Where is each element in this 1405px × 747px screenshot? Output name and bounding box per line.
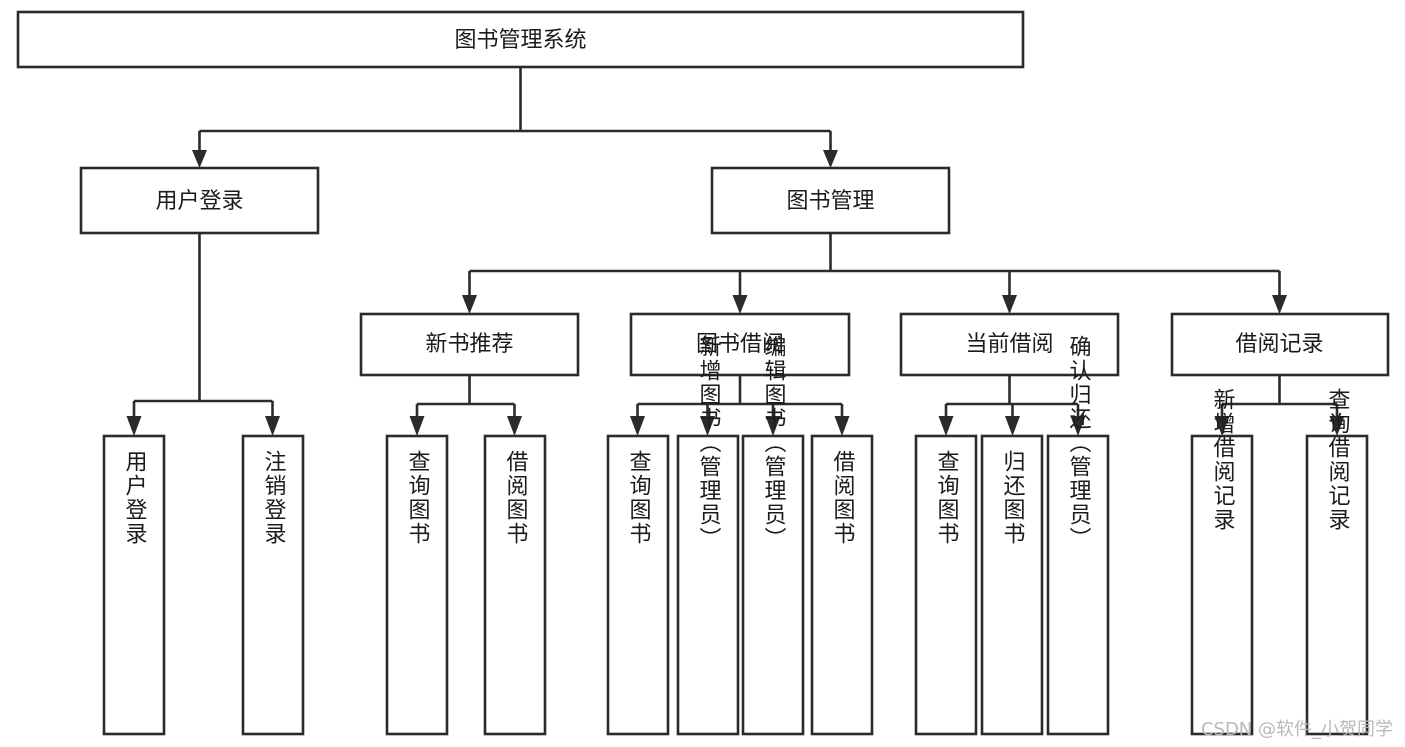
node-book-borrow-label: 图书借阅 [696,332,784,357]
arrow-to-leaf-add-record [1214,416,1230,436]
arrow-to-leaf-query-record [1329,416,1345,436]
leaf-borrow-book-borrow[interactable]: 借阅图书 [810,434,874,736]
node-user-login-box[interactable] [79,166,320,235]
node-book-borrow[interactable]: 图书借阅 [629,312,851,377]
leaf-user-login-box[interactable] [102,434,166,736]
node-new-book-recommend-label: 新书推荐 [425,332,513,357]
leaf-query-book-current-box[interactable] [914,434,978,736]
leaf-query-book-borrow-box[interactable] [606,434,670,736]
node-book-manage-label: 图书管理 [786,189,874,214]
leaf-query-book-current[interactable]: 查询图书 [914,434,978,736]
arrow-to-book-borrow [732,295,748,314]
arrow-to-leaf-return-book [1005,416,1020,436]
leaf-confirm-return[interactable]: 确认归还（管理员） [1046,335,1110,736]
node-borrow-record-box[interactable] [1170,312,1390,377]
leaf-query-book-recommend-label: 查询图书 [405,450,431,546]
node-root-system[interactable]: 图书管理系统 [16,10,1025,69]
leaf-confirm-return-label: 确认归还（管理员） [1066,335,1092,551]
node-root-system-label: 图书管理系统 [454,28,586,53]
node-current-borrow-label: 当前借阅 [965,332,1053,357]
arrow-to-borrow-record [1272,295,1287,314]
arrow-to-leaf-query-book-3 [938,416,954,436]
arrow-to-leaf-add-book [700,416,715,436]
arrow-to-leaf-borrow-book-1 [507,416,522,436]
node-root-system-box[interactable] [16,10,1025,69]
arrow-to-leaf-query-book-2 [630,416,645,436]
arrow-to-leaf-confirm-return [1070,416,1086,436]
leaf-query-borrow-record-label: 查询借阅记录 [1325,388,1351,532]
node-book-borrow-box[interactable] [629,312,851,377]
leaf-add-borrow-record[interactable]: 新增借阅记录 [1190,388,1254,736]
arrow-to-user-login [192,150,207,168]
leaf-query-borrow-record-box[interactable] [1305,434,1369,736]
arrow-to-leaf-edit-book [765,416,781,436]
leaf-query-book-recommend-box[interactable] [385,434,449,736]
leaf-borrow-book-recommend[interactable]: 借阅图书 [483,434,547,736]
leaf-borrow-book-recommend-box[interactable] [483,434,547,736]
node-borrow-record-label: 借阅记录 [1235,332,1323,357]
leaf-return-book-box[interactable] [980,434,1044,736]
leaf-edit-book-box[interactable] [741,434,805,736]
leaf-query-book-borrow-label: 查询图书 [626,450,652,546]
node-new-book-recommend-box[interactable] [359,312,580,377]
node-current-borrow-box[interactable] [899,312,1120,377]
leaf-query-book-borrow[interactable]: 查询图书 [606,434,670,736]
arrow-to-new-book [462,295,477,314]
node-user-login-label: 用户登录 [155,189,243,214]
arrow-to-leaf-logout [265,416,280,436]
leaf-add-borrow-record-box[interactable] [1190,434,1254,736]
arrow-to-leaf-user-login [126,416,142,436]
leaf-borrow-book-recommend-label: 借阅图书 [503,450,529,546]
leaf-add-borrow-record-label: 新增借阅记录 [1210,388,1236,532]
node-current-borrow[interactable]: 当前借阅 [899,312,1120,377]
leaf-return-book-label: 归还图书 [1000,450,1026,546]
leaf-logout-box[interactable] [241,434,305,736]
leaf-edit-book-label: 编辑图书（管理员） [761,335,787,551]
leaf-borrow-book-borrow-label: 借阅图书 [830,450,856,546]
leaf-borrow-book-borrow-box[interactable] [810,434,874,736]
leaf-query-borrow-record[interactable]: 查询借阅记录 [1305,388,1369,736]
leaf-add-book[interactable]: 新增图书（管理员） [676,335,740,736]
leaf-confirm-return-box[interactable] [1046,434,1110,736]
leaf-user-login[interactable]: 用户登录 [102,434,166,736]
leaf-edit-book[interactable]: 编辑图书（管理员） [741,335,805,736]
arrow-to-leaf-borrow-book-2 [834,416,850,436]
leaf-add-book-label: 新增图书（管理员） [696,335,722,551]
leaf-query-book-recommend[interactable]: 查询图书 [385,434,449,736]
arrow-to-current-borrow [1002,295,1017,314]
node-borrow-record[interactable]: 借阅记录 [1170,312,1390,377]
leaf-query-book-current-label: 查询图书 [934,450,960,546]
node-new-book-recommend[interactable]: 新书推荐 [359,312,580,377]
leaf-logout-label: 注销登录 [261,450,287,546]
leaf-add-book-box[interactable] [676,434,740,736]
arrow-to-book-manage [823,150,838,168]
leaf-logout[interactable]: 注销登录 [241,434,305,736]
node-book-manage-box[interactable] [710,166,951,235]
node-book-manage[interactable]: 图书管理 [710,166,951,235]
leaf-return-book[interactable]: 归还图书 [980,434,1044,736]
leaf-user-login-label: 用户登录 [122,450,148,546]
node-user-login[interactable]: 用户登录 [79,166,320,235]
arrow-to-leaf-query-book-1 [409,416,425,436]
connector-layer [126,67,1345,436]
